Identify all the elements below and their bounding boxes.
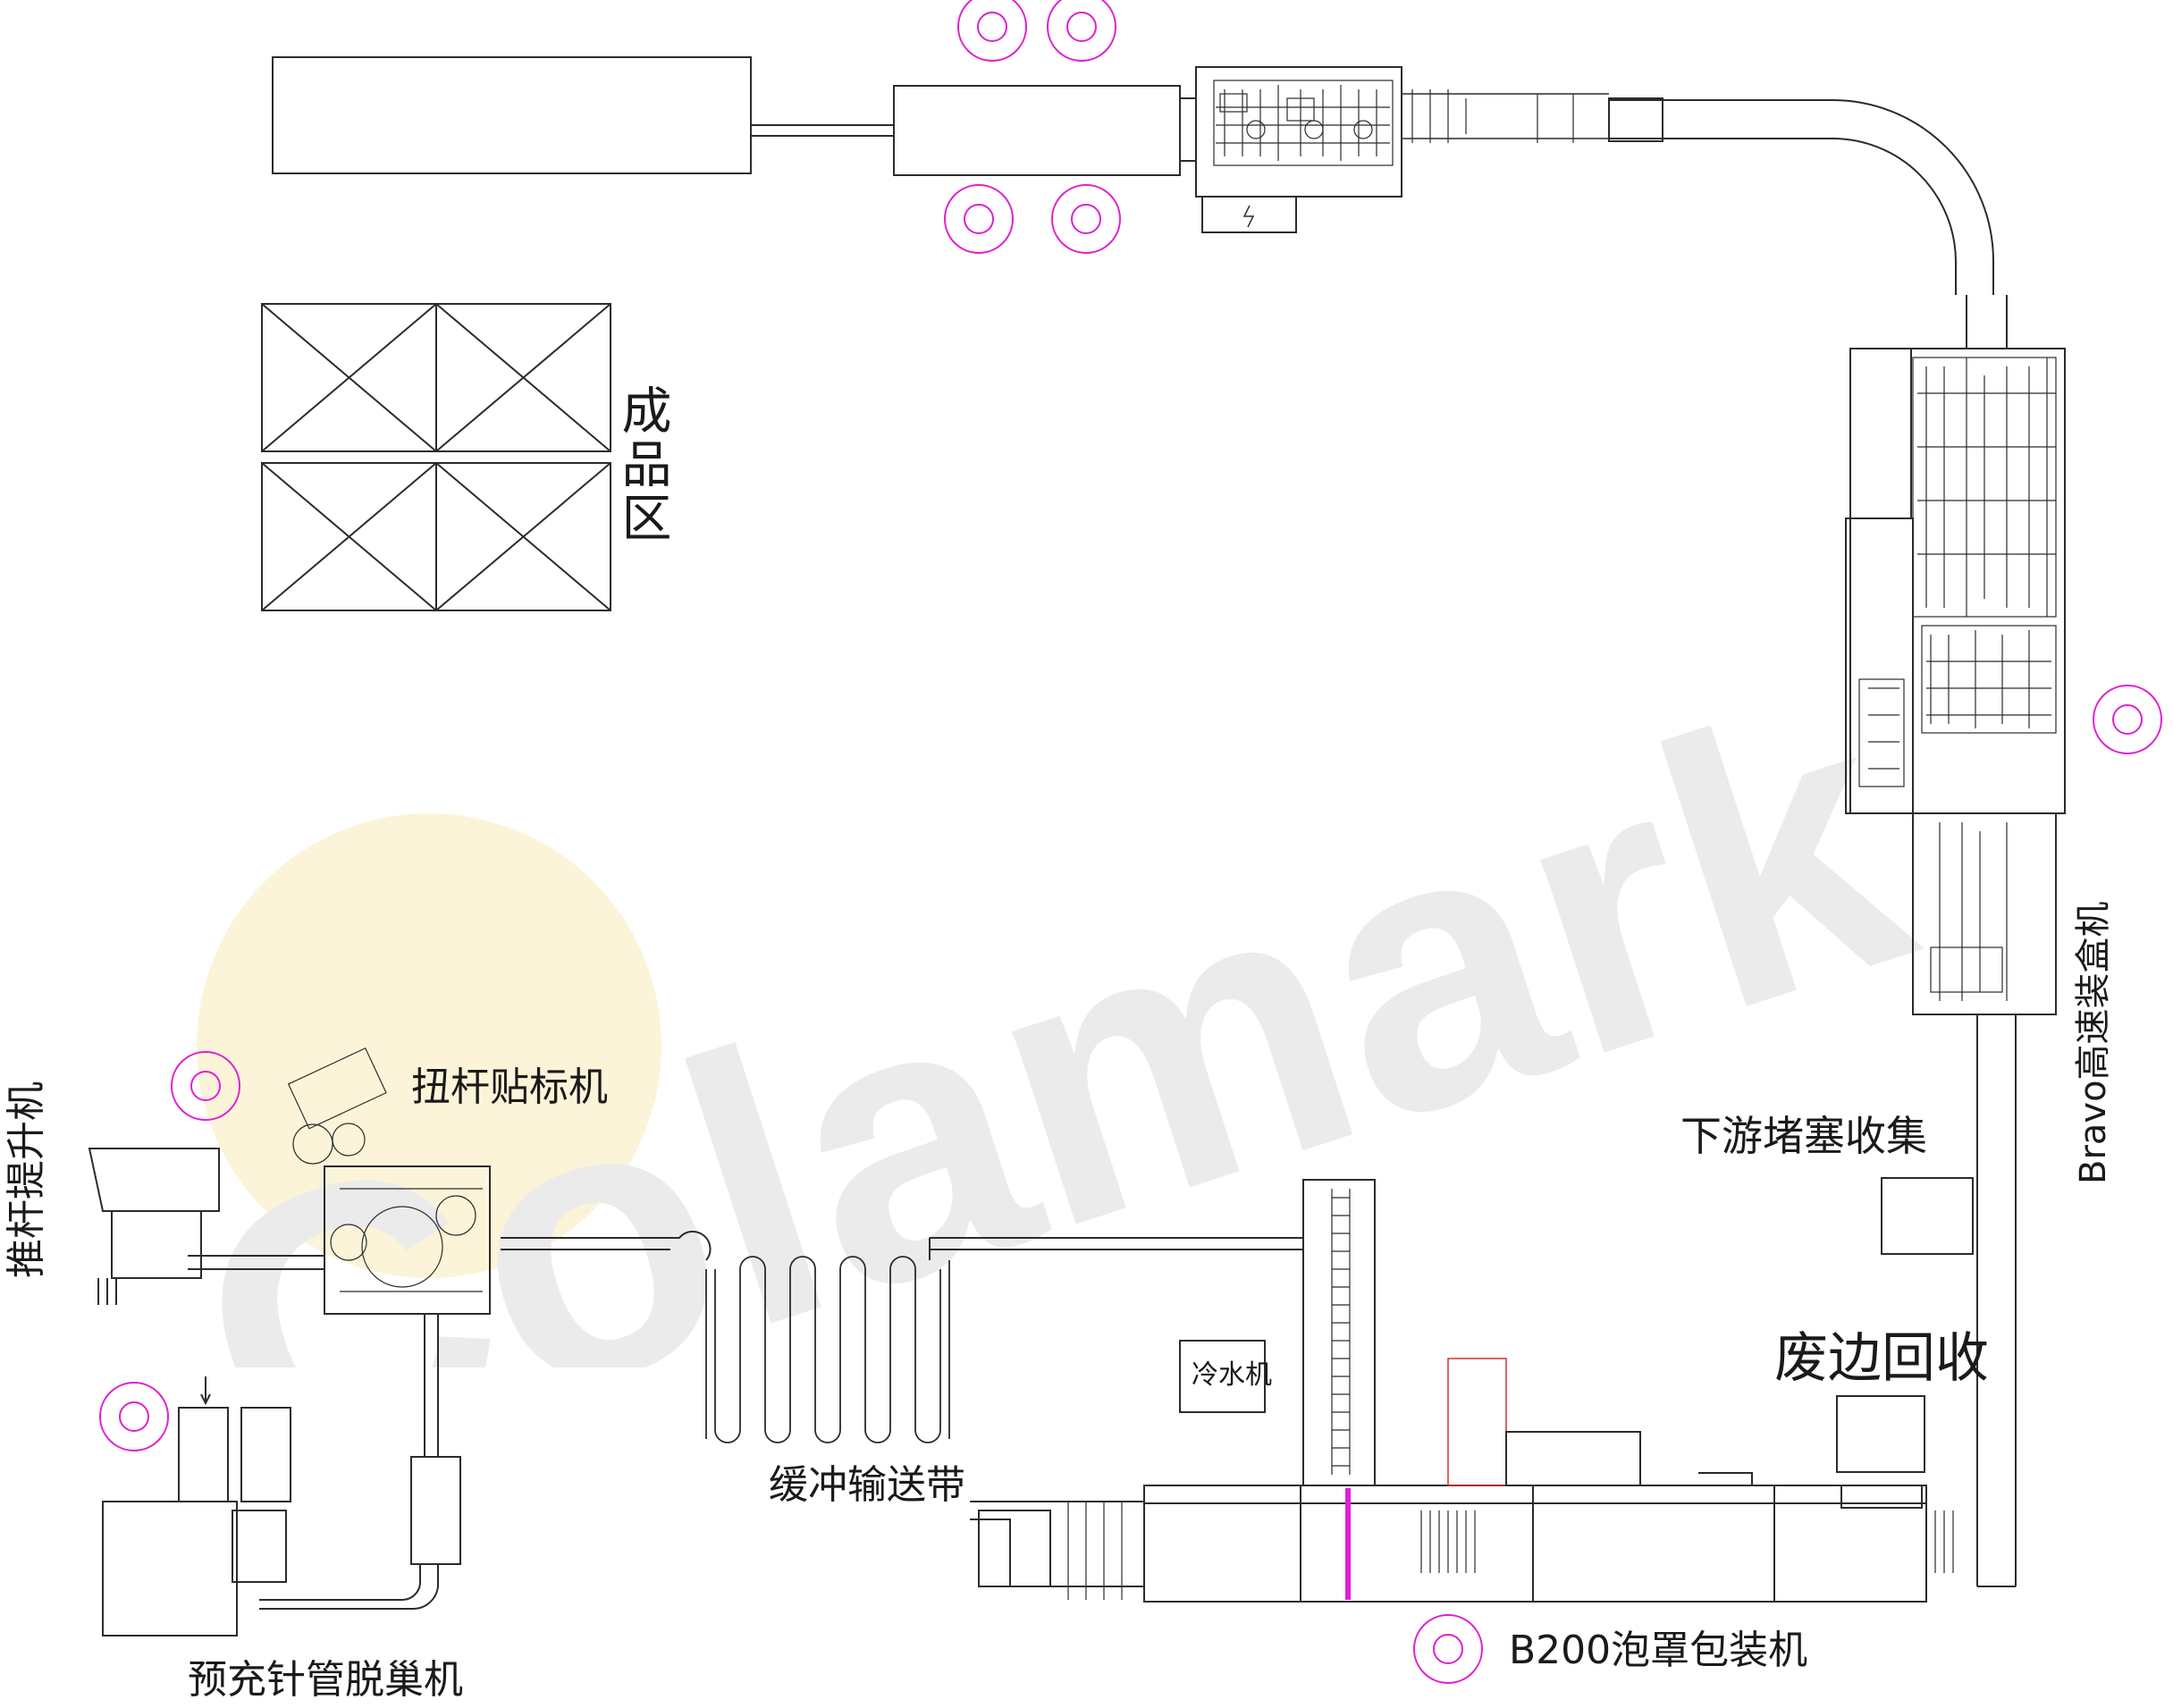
operator-icon <box>2093 685 2162 754</box>
denester-machine <box>102 1501 238 1636</box>
top-outfeed-conveyor <box>1402 93 1609 139</box>
cartoner-machine-lower <box>1912 812 2057 1015</box>
label-finished-area: 成品区 <box>613 384 671 545</box>
label-denester: 预充针管脱巢机 <box>188 1657 463 1703</box>
operator-icon <box>171 1051 240 1121</box>
label-waste-recycle: 废边回收 <box>1774 1327 1989 1390</box>
blister-forming-station <box>1302 1179 1376 1486</box>
label-b200-blister: B200泡罩包装机 <box>1509 1628 1808 1673</box>
operator-icon <box>957 0 1027 62</box>
buffer-to-b200-conveyor <box>929 1237 1303 1260</box>
electrical-symbol-icon <box>1242 205 1255 228</box>
operator-icon <box>99 1382 169 1451</box>
operator-icon <box>1051 184 1121 254</box>
downstream-jam-bin <box>1881 1177 1974 1255</box>
finished-goods-pallets <box>261 303 611 611</box>
curved-conveyor <box>1609 99 1994 295</box>
rod-hopper <box>88 1148 220 1212</box>
top-storage-block <box>272 56 752 174</box>
b200-infeed-table <box>978 1510 1051 1587</box>
electrical-cabinet <box>1201 196 1297 233</box>
rod-inserter-conveyor <box>188 1255 324 1270</box>
chiller-box <box>1179 1340 1266 1413</box>
label-chiller: 冷水机 <box>1192 1359 1272 1391</box>
top-conveyor-box <box>893 85 1181 176</box>
waste-recycle-bin <box>1836 1395 1925 1473</box>
label-rod-inserter: 推杆提升机 <box>4 1081 49 1278</box>
operator-icon <box>944 184 1014 254</box>
watermark: Colamark <box>151 618 1952 1367</box>
label-downstream-jam: 下游堵塞收集 <box>1680 1112 1927 1160</box>
denester-to-labeler <box>424 1314 439 1457</box>
transfer-unit <box>410 1456 461 1565</box>
label-labeler: 扭杆贴标机 <box>411 1064 608 1110</box>
label-bravo-cartoner: Bravo高速装盒机 <box>2073 901 2114 1184</box>
b200-infeed <box>970 1501 1144 1587</box>
operator-icon <box>1047 0 1116 62</box>
cartoner-infeed <box>1966 295 2008 349</box>
sealing-station <box>1447 1358 1507 1486</box>
cartoner-feed-chute <box>1976 1014 2017 1586</box>
buffer-conveyor-loops <box>705 1256 950 1443</box>
case-packer-machine <box>1195 66 1402 198</box>
operator-icon <box>1413 1614 1483 1684</box>
labeler-machine <box>324 1165 491 1315</box>
labeler-outfeed <box>501 1230 712 1261</box>
label-buffer-conveyor: 缓冲输送带 <box>769 1462 965 1508</box>
top-transfer-rod <box>751 124 894 137</box>
watermark-logo-circle <box>197 813 661 1278</box>
